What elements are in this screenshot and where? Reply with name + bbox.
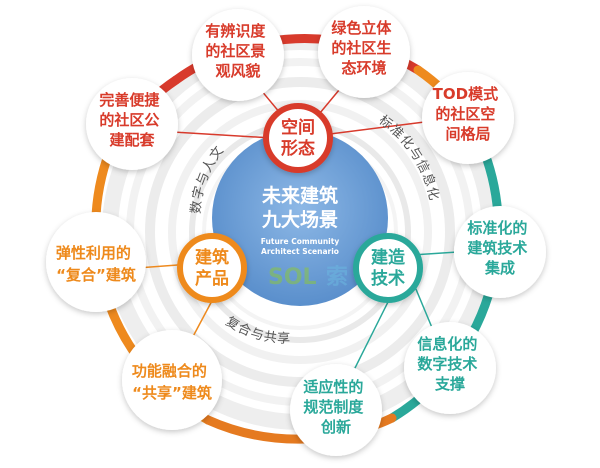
center-subtitle-line1: Future Community [261, 237, 340, 246]
bubble-digital: 信息化的 数字技术 支撑 [404, 322, 496, 414]
watermark-text: 索 [326, 265, 348, 290]
bubble-landscape: 有辨识度 的社区景 观风貌 [192, 9, 284, 101]
hub-construction-tech: 建造 技术 [353, 233, 423, 303]
bubble-landscape-text: 有辨识度 的社区景 观风貌 [205, 22, 270, 80]
hub-space-form-line2: 形态 [281, 138, 315, 159]
hub-building-product-line2: 产品 [195, 268, 229, 289]
center-title-line2: 九大场景 [261, 208, 338, 231]
center-circle: 未来建筑 九大场景 Future Community Architect Sce… [212, 130, 388, 306]
watermark-logo: SOL 索 [268, 265, 348, 290]
hub-construction-tech-line2: 技术 [371, 268, 405, 289]
hub-space-form: 空间 形态 [263, 103, 333, 173]
bubble-shared: 功能融合的 “共享”建筑 [122, 330, 222, 430]
bubble-facility-text: 完善便捷 的社区公 建配套 [99, 91, 164, 149]
bubble-flexible: 弹性利用的 “复合”建筑 [46, 212, 146, 312]
bubble-flexible-text: 弹性利用的 “复合”建筑 [56, 244, 136, 284]
bubble-standard: 标准化的 建筑技术 集成 [454, 206, 546, 298]
hub-building-product: 建筑 产品 [177, 233, 247, 303]
bubble-tod: TOD模式 的社区空 间格局 [422, 72, 514, 164]
hub-space-form-line1: 空间 [281, 117, 315, 138]
hub-building-product-line1: 建筑 [195, 247, 229, 268]
center-title-line1: 未来建筑 [261, 184, 338, 207]
hub-construction-tech-line1: 建造 [371, 247, 406, 268]
bubble-standard-text: 标准化的 建筑技术 集成 [466, 219, 532, 277]
bubble-tod-text: TOD模式 的社区空 间格局 [433, 85, 504, 143]
bubble-digital-text: 信息化的 数字技术 支撑 [417, 335, 482, 393]
bubble-shared-text: 功能融合的 “共享”建筑 [132, 362, 212, 402]
bubble-ecology: 绿色立体 的社区生 态环境 [318, 6, 410, 98]
bubble-ecology-text: 绿色立体 的社区生 态环境 [331, 19, 396, 77]
center-subtitle-line2: Architect Scenario [261, 247, 339, 256]
bubble-facility: 完善便捷 的社区公 建配套 [86, 78, 178, 170]
bubble-adaptive: 适应性的 规范制度 创新 [290, 364, 382, 456]
bubble-adaptive-text: 适应性的 规范制度 创新 [303, 378, 368, 436]
watermark-logo-text: SOL [268, 265, 317, 290]
